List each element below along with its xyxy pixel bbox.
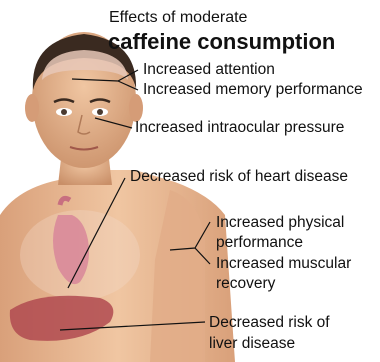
muscle-effect-physical-2: performance — [216, 234, 303, 252]
muscle-effect-physical-1: Increased physical — [216, 214, 344, 232]
muscle-effect-recovery-1: Increased muscular — [216, 255, 351, 273]
muscle-effect-recovery-2: recovery — [216, 275, 275, 293]
eye-effect-pressure: Increased intraocular pressure — [135, 119, 344, 137]
liver-effect-2: liver disease — [209, 335, 295, 353]
title-line2: caffeine consumption — [108, 29, 335, 54]
brain-effect-attention: Increased attention — [143, 61, 275, 79]
right-iris — [97, 109, 103, 115]
liver-effect-1: Decreased risk of — [209, 314, 330, 332]
heart-effect: Decreased risk of heart disease — [130, 168, 348, 186]
title-line1: Effects of moderate — [109, 9, 247, 27]
right-ear — [129, 94, 143, 122]
brain-effect-memory: Increased memory performance — [143, 81, 363, 99]
left-iris — [61, 109, 67, 115]
left-ear — [25, 94, 39, 122]
